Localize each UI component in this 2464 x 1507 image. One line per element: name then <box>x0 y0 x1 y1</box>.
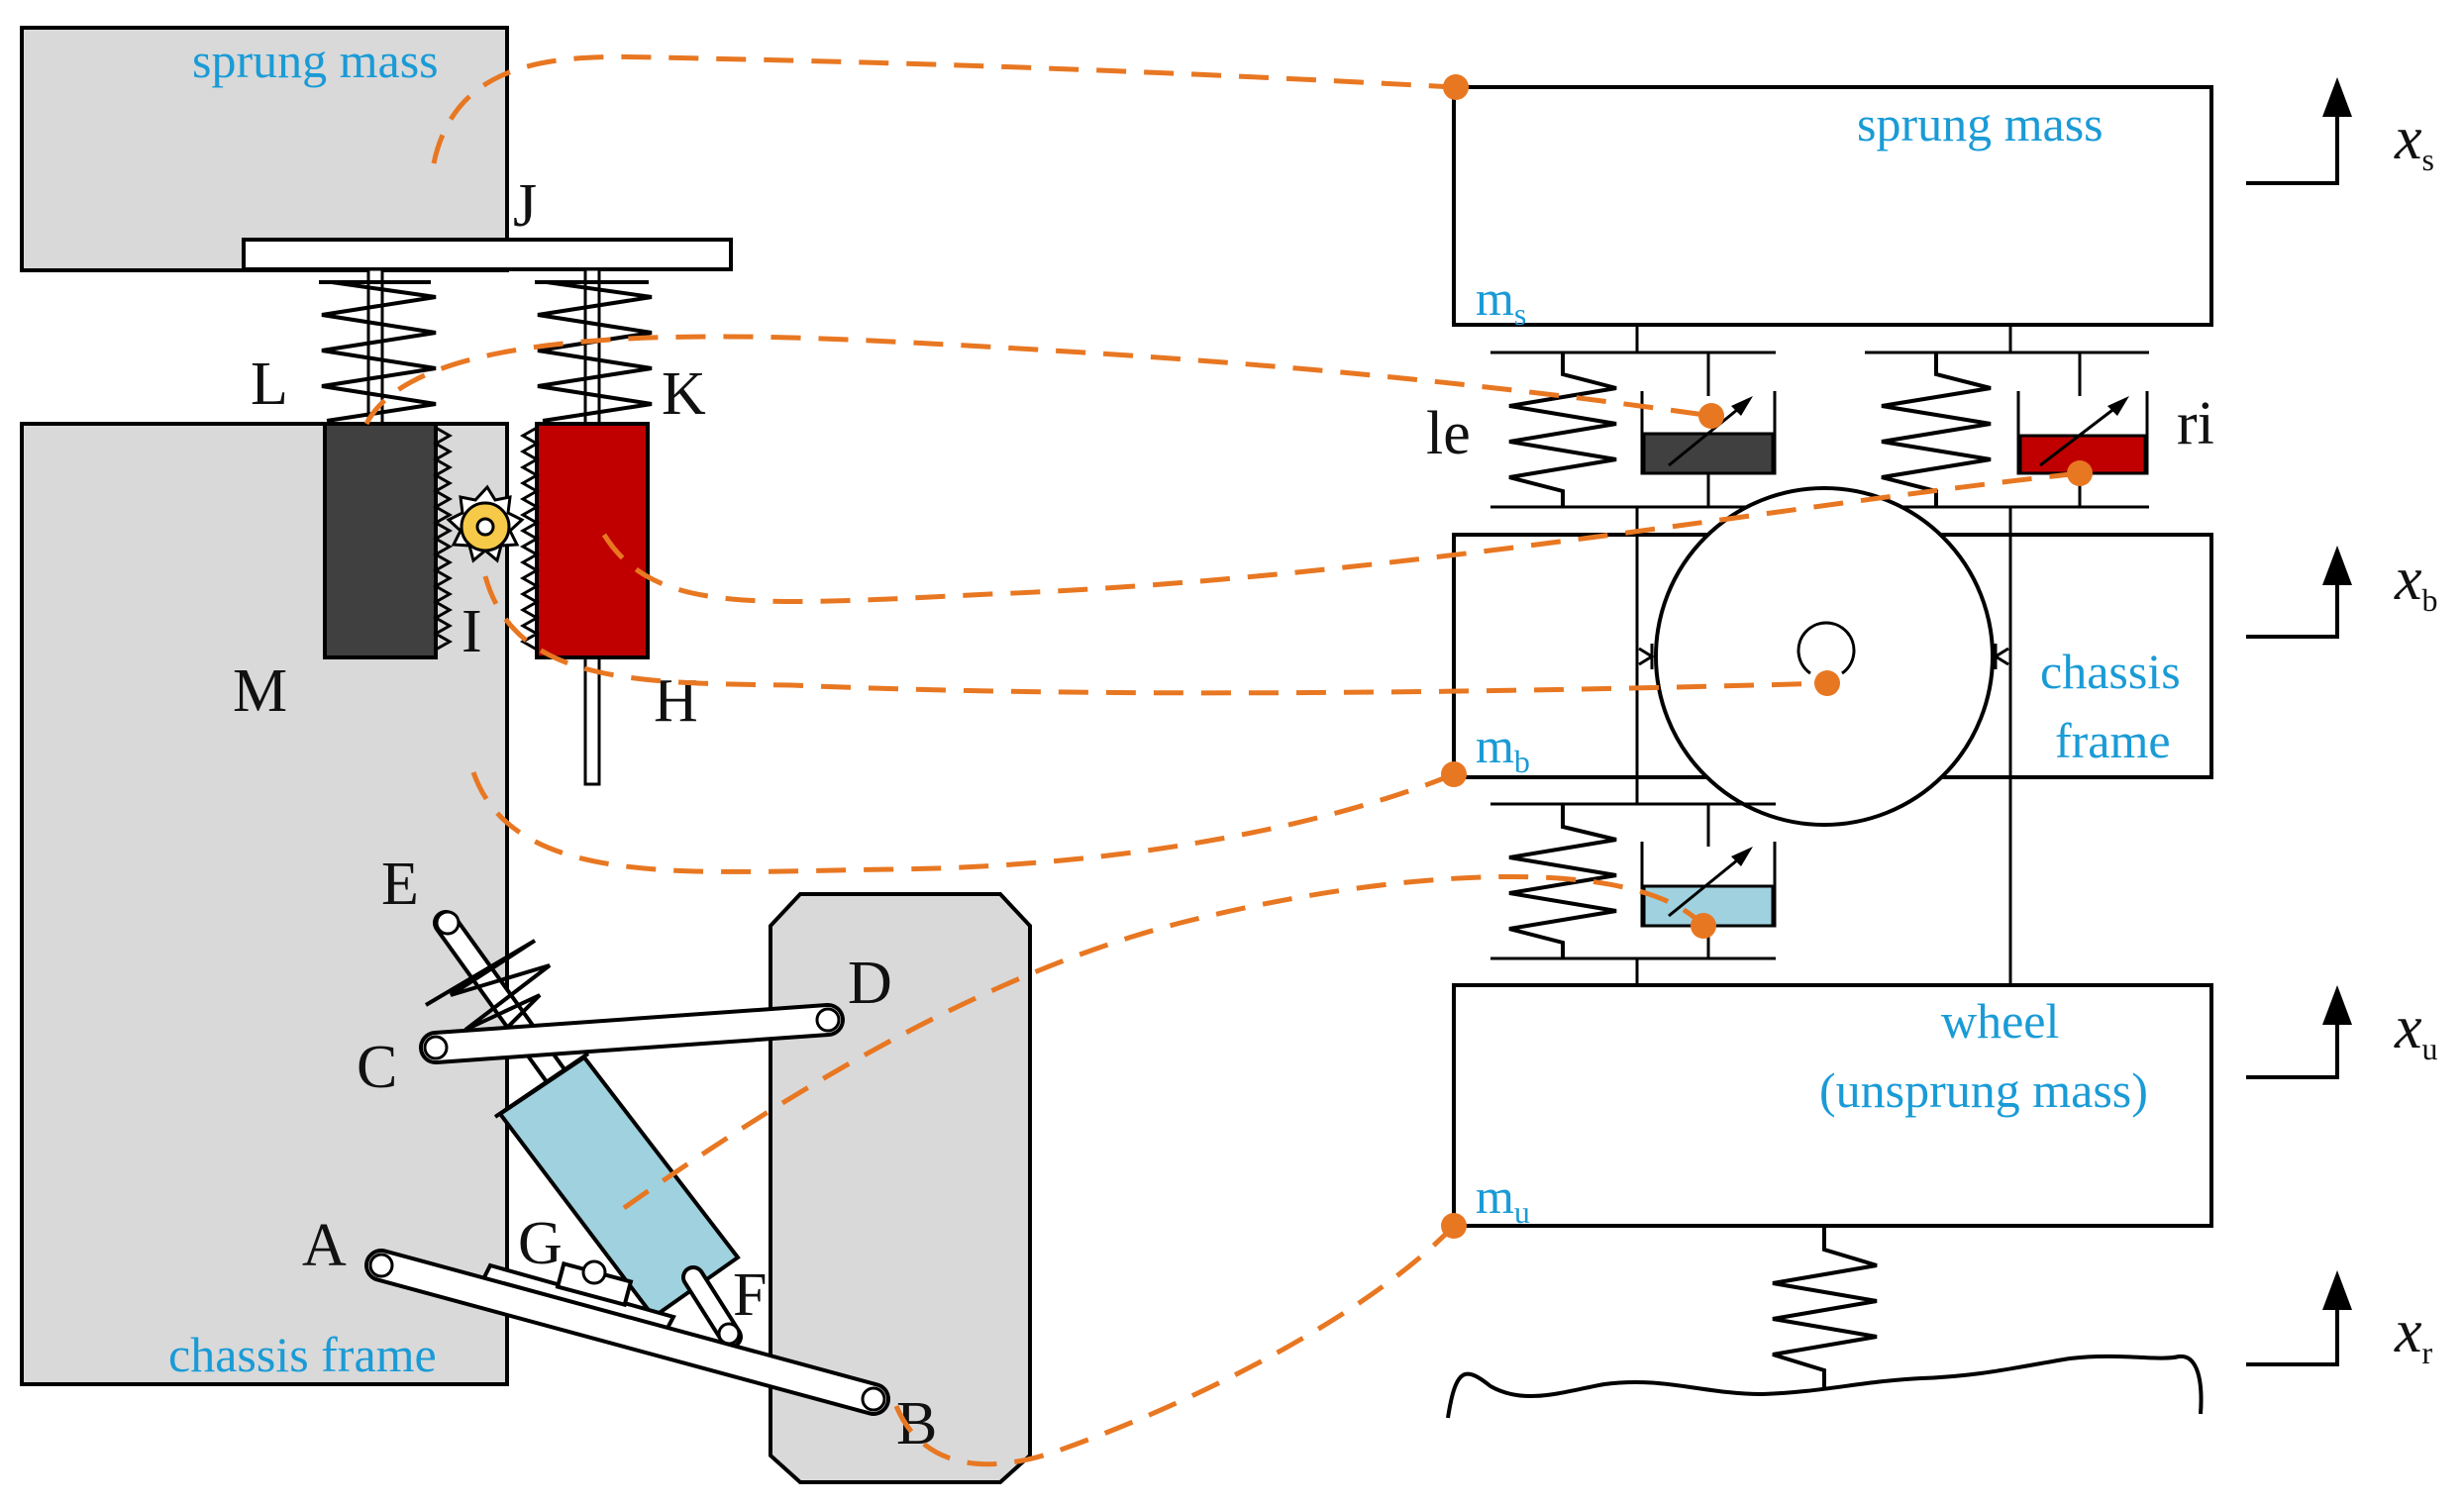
svg-text:xb: xb <box>2394 546 2438 618</box>
dot-dark-rack <box>1698 403 1724 429</box>
point-d: D <box>848 950 892 1017</box>
chassis-label-2: frame <box>2055 713 2171 768</box>
ms-label: ms <box>1476 270 1526 332</box>
tire-spring <box>1772 1226 1878 1388</box>
ri-damper-arrow <box>2039 399 2125 467</box>
e-pivot <box>435 910 461 936</box>
coord-xb: xb <box>2246 546 2438 639</box>
le-label: le <box>1426 400 1471 467</box>
upper-arm-cd-inner <box>423 1007 841 1060</box>
j-plate <box>242 238 733 271</box>
svg-text:xr: xr <box>2394 1298 2433 1370</box>
d-pivot <box>815 1007 841 1033</box>
link-wheel <box>893 1224 1456 1467</box>
point-h: H <box>654 667 698 735</box>
road-profile <box>1446 1354 2204 1419</box>
point-m: M <box>233 657 287 725</box>
lower-damper-arrow <box>1668 850 1749 918</box>
disc-hub <box>1797 621 1856 675</box>
point-k: K <box>662 360 706 428</box>
link-chassis <box>470 771 1455 874</box>
right-top-spring <box>535 280 653 423</box>
mb-label: mb <box>1476 718 1530 779</box>
point-e: E <box>381 851 419 918</box>
point-j: J <box>513 172 537 240</box>
right-sprung-mass-box <box>1452 85 2213 327</box>
wheel-label-1: wheel <box>1941 993 2059 1049</box>
le-damper-fluid <box>1642 432 1775 475</box>
lower-arm-ab-inner <box>368 1253 886 1412</box>
point-l: L <box>251 351 288 418</box>
dot-chassis <box>1441 761 1467 787</box>
dark-rack-m <box>323 422 438 659</box>
coord-xs: xs <box>2246 77 2434 185</box>
coord-xu: xu <box>2246 985 2438 1079</box>
c-pivot <box>423 1035 449 1060</box>
left-chassis-frame-label: chassis frame <box>168 1327 437 1382</box>
wheel-knuckle <box>769 892 1032 1484</box>
point-i: I <box>462 598 482 665</box>
g-pivot <box>581 1259 607 1285</box>
point-f: F <box>733 1261 767 1329</box>
e-spring <box>424 939 552 1061</box>
dark-rack-teeth <box>432 426 454 652</box>
correspondence-lines <box>363 53 2093 1467</box>
point-c: C <box>357 1034 397 1101</box>
right-sprung-mass-label: sprung mass <box>1857 96 2104 151</box>
left-contact <box>1638 644 1655 669</box>
dot-lower-damper <box>1691 913 1716 939</box>
le-spring <box>1508 352 1617 507</box>
right-wheel-box <box>1452 983 2213 1228</box>
link-dark-rack <box>363 334 1712 426</box>
inerter-disc <box>1654 486 1995 827</box>
point-a: A <box>302 1212 347 1279</box>
red-rack-h <box>535 422 650 659</box>
lower-arrow-head <box>1731 847 1753 866</box>
damper-top-cap <box>493 1052 590 1119</box>
svg-text:xs: xs <box>2394 105 2434 177</box>
link-lower-damper <box>622 873 1705 1211</box>
dot-red-rack <box>2067 460 2093 486</box>
b-pivot <box>861 1386 886 1412</box>
link-gear <box>482 575 1828 696</box>
wheel-label-2: (unsprung mass) <box>1819 1062 2148 1118</box>
link-red-rack <box>601 470 2081 605</box>
left-top-spring <box>319 280 437 423</box>
link-sprung-mass <box>431 53 1455 164</box>
coord-xr: xr <box>2246 1270 2433 1370</box>
left-sprung-mass-block <box>20 26 509 272</box>
dot-gear <box>1814 670 1840 696</box>
ri-spring <box>1881 352 1992 507</box>
le-arrow-head <box>1731 396 1753 416</box>
left-sprung-mass-label: sprung mass <box>192 33 439 88</box>
chassis-label-1: chassis <box>2040 644 2181 699</box>
gear-i <box>446 484 525 563</box>
left-mechanism: sprung mass chassis frame <box>20 26 1032 1484</box>
dot-sprung-mass <box>1443 74 1469 100</box>
dot-wheel <box>1441 1213 1467 1239</box>
le-damper-arrow <box>1668 399 1749 467</box>
point-g: G <box>518 1210 563 1277</box>
mu-label: mu <box>1476 1168 1530 1230</box>
red-rack-teeth <box>519 426 541 652</box>
right-schematic: sprung mass ms le ri chassis <box>1426 77 2438 1419</box>
ri-arrow-head <box>2107 396 2129 416</box>
svg-text:xu: xu <box>2394 994 2438 1066</box>
a-pivot <box>368 1253 394 1278</box>
right-contact <box>1993 644 2009 669</box>
lower-spring <box>1508 804 1617 958</box>
ri-label: ri <box>2177 390 2214 457</box>
